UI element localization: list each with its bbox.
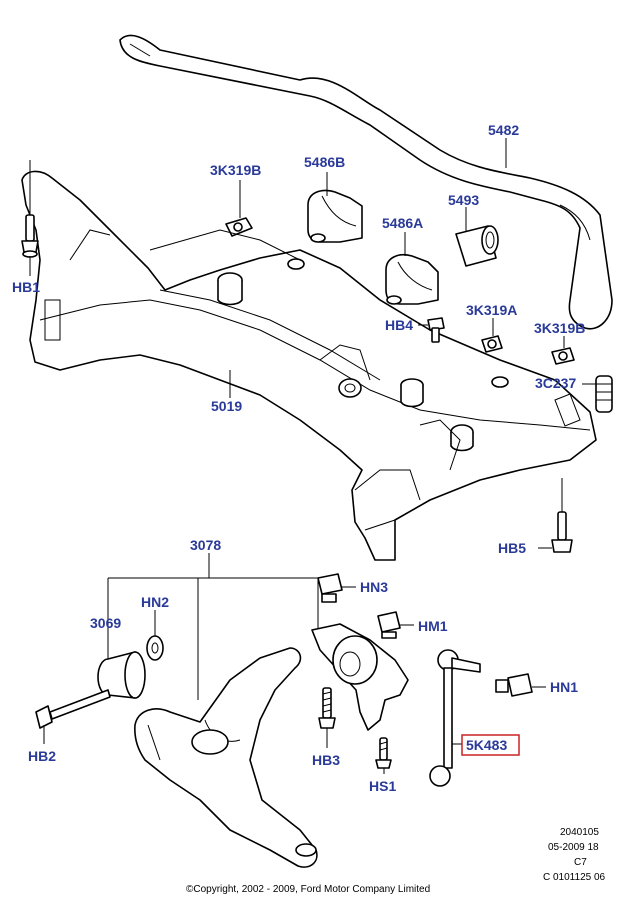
bolt-HB5: [551, 511, 573, 553]
label-3K319B-right: 3K319B: [534, 320, 585, 336]
bump-stop-3C237: [595, 375, 613, 413]
label-HN3: HN3: [360, 579, 388, 595]
label-HB2: HB2: [28, 748, 56, 764]
label-5493: 5493: [448, 192, 479, 208]
label-HN1: HN1: [550, 679, 578, 695]
footer-code-2: 05-2009 18: [548, 842, 599, 853]
bolt-HB1: [21, 214, 39, 258]
copyright-notice: ©Copyright, 2002 - 2009, Ford Motor Comp…: [186, 884, 430, 895]
label-HN2: HN2: [141, 594, 169, 610]
footer-code-4: C 0101125 06: [543, 872, 606, 883]
label-5482: 5482: [488, 122, 519, 138]
footer-code-3: C7: [574, 857, 587, 868]
label-5486B: 5486B: [304, 154, 345, 170]
bushing-5486A: [385, 254, 439, 305]
lower-arm: [134, 647, 318, 868]
bushing-5493: [455, 225, 499, 267]
nut-HN1: [495, 673, 533, 697]
nut-HN3: [317, 573, 343, 603]
label-5K483: 5K483: [466, 737, 507, 753]
label-3K319B-top: 3K319B: [210, 162, 261, 178]
label-5019: 5019: [211, 398, 242, 414]
rear-bushing-bracket: [311, 623, 409, 731]
label-3C237: 3C237: [535, 375, 576, 391]
label-HB5: HB5: [498, 540, 526, 556]
label-HB3: HB3: [312, 752, 340, 768]
bolt-HB2: [35, 689, 111, 729]
label-HS1: HS1: [369, 778, 396, 794]
bushing-5486B: [307, 189, 363, 243]
bushing-3069: [97, 651, 146, 699]
label-HM1: HM1: [418, 618, 448, 634]
stabilizer-link-5K483: [429, 649, 481, 787]
washer-HN2: [146, 635, 164, 661]
highlight-box-5K483: [461, 734, 520, 756]
nut-3K319B-right: [551, 347, 575, 365]
label-HB4: HB4: [385, 317, 413, 333]
bolt-HB3: [318, 687, 336, 729]
label-3069: 3069: [90, 615, 121, 631]
label-3078: 3078: [190, 537, 221, 553]
nut-3K319B-top: [225, 217, 253, 237]
nut-3K319A: [481, 335, 503, 353]
label-5486A: 5486A: [382, 215, 423, 231]
bolt-HS1: [375, 737, 392, 769]
footer-code-1: 2040105: [560, 827, 599, 838]
nut-HM1: [377, 611, 401, 639]
bolt-HB4: [427, 317, 445, 343]
subframe-5019: [21, 170, 597, 561]
label-3K319A: 3K319A: [466, 302, 517, 318]
label-HB1: HB1: [12, 279, 40, 295]
stabilizer-bar-5482: [119, 34, 613, 330]
